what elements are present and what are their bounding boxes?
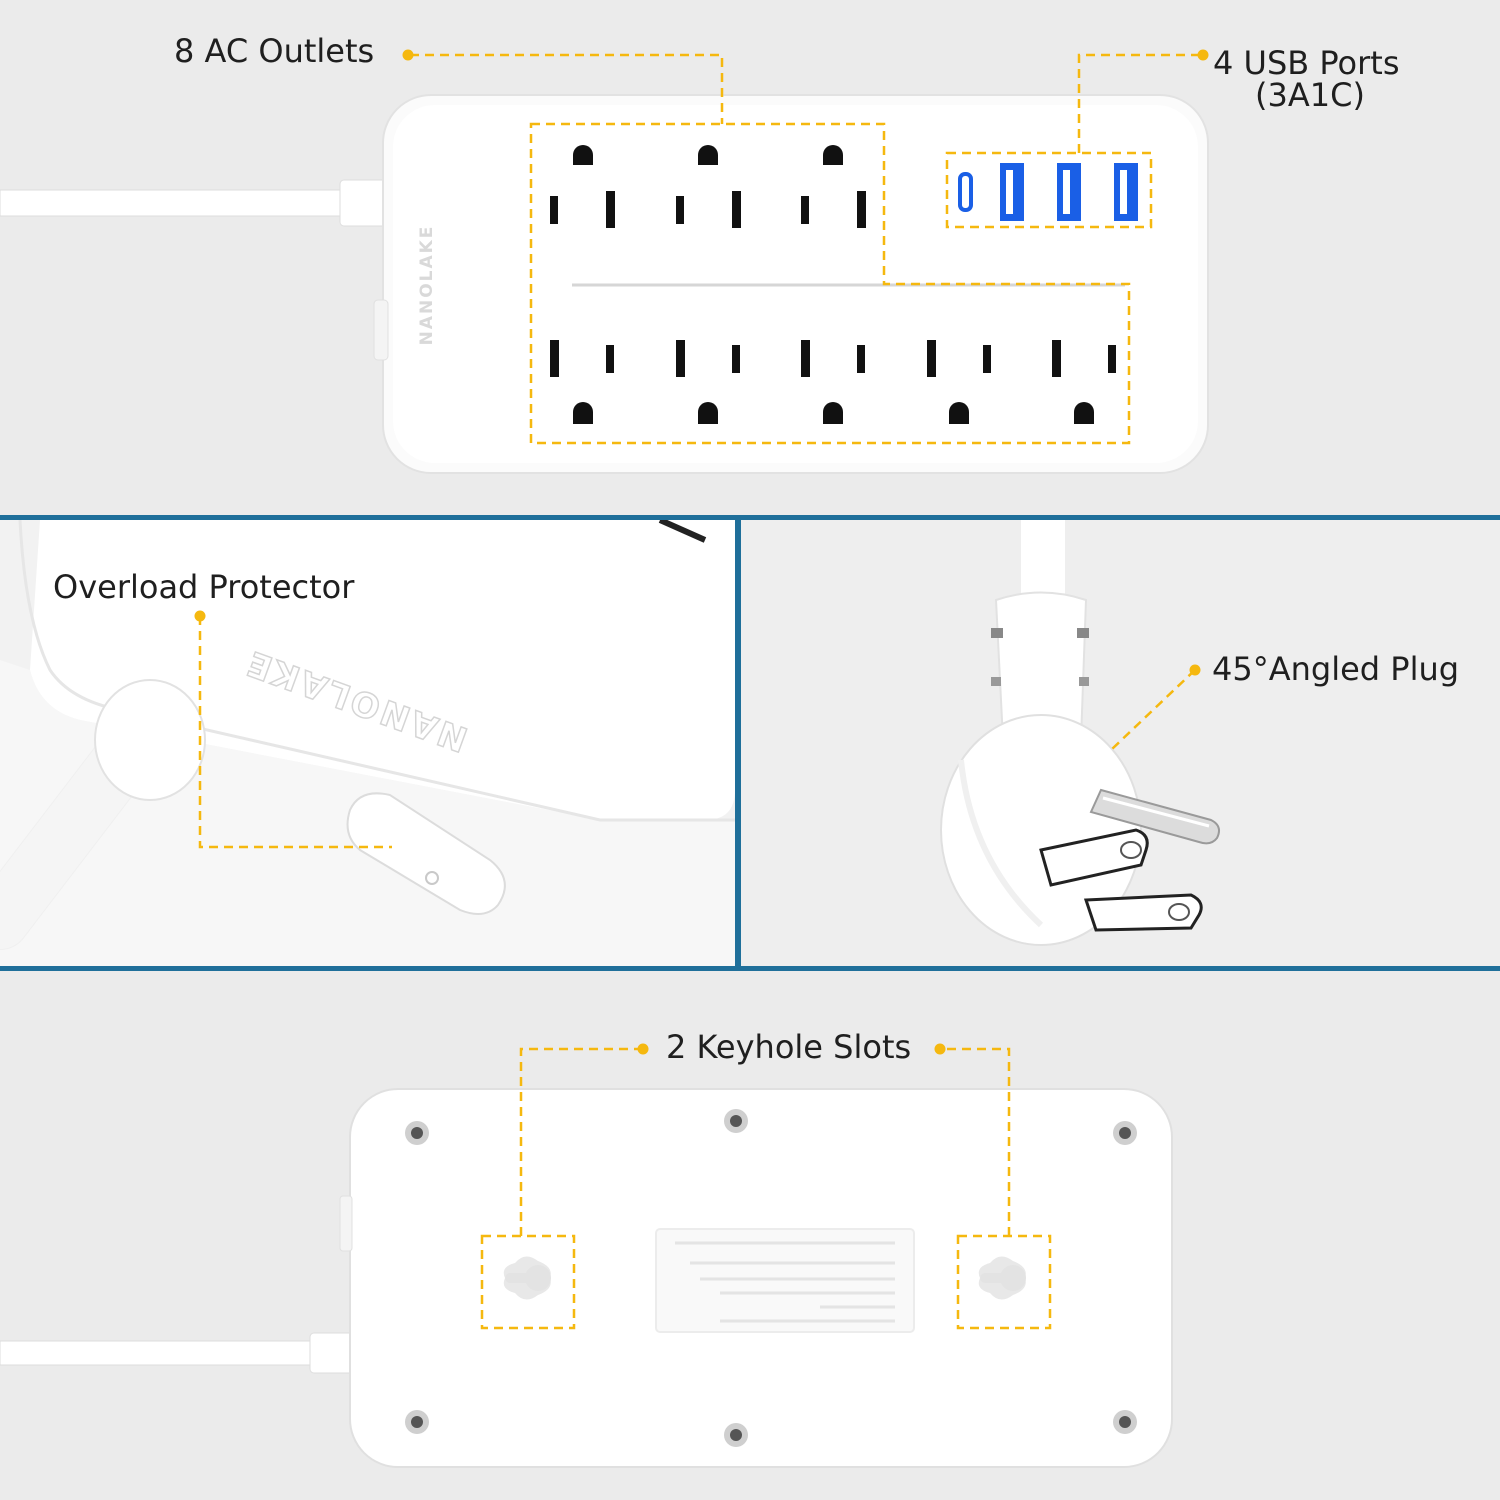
ac-outlets-label: 8 AC Outlets	[174, 32, 375, 70]
keyhole-callout-frame	[956, 1234, 1052, 1330]
panel-angled-plug: 45°Angled Plug	[741, 520, 1500, 966]
ac-outlets-callout-frame	[529, 122, 1131, 445]
keyhole-slots-label: 2 Keyhole Slots	[666, 1028, 912, 1066]
overload-closeup-illustration: NANOLAKE	[0, 520, 735, 966]
plug-head	[940, 714, 1142, 946]
usb-a-port	[1000, 163, 1024, 221]
ac-outlet	[801, 145, 866, 228]
callout-dot	[1197, 49, 1209, 61]
ac-outlet	[1052, 340, 1116, 424]
panel-back-view: 2 Keyhole Slots	[0, 971, 1500, 1500]
callout-dot	[194, 610, 206, 622]
callout-dot	[934, 1043, 946, 1055]
plug-callout-line	[1110, 669, 1196, 751]
ground-pin	[1089, 788, 1220, 845]
overload-protector-label: Overload Protector	[53, 568, 355, 606]
ac-outlet	[676, 145, 741, 228]
screw-foot	[405, 1121, 429, 1145]
keyhole-callout-line	[519, 1047, 641, 1236]
screw-foot	[405, 1410, 429, 1434]
divider-vertical	[735, 515, 741, 972]
panel-front-view: NANOLAKE 8 AC Outlets 4 USB Ports (3A1C)	[0, 0, 1500, 515]
screw-foot	[1113, 1121, 1137, 1145]
front-view-illustration: NANOLAKE	[0, 49, 1209, 474]
angled-plug-label: 45°Angled Plug	[1212, 650, 1460, 688]
divider-horizontal-top	[0, 515, 1500, 520]
ac-outlet	[801, 340, 865, 424]
panel-overload-protector: NANOLAKE Overload Protector	[0, 520, 735, 966]
screw-foot	[1113, 1410, 1137, 1434]
usb-callout-line	[1077, 53, 1202, 153]
ac-outlet	[676, 340, 740, 424]
screw-foot	[724, 1109, 748, 1133]
ac-outlet	[550, 145, 615, 228]
usb-callout-frame	[945, 151, 1153, 229]
keyhole-slot	[503, 1256, 551, 1300]
cord-strain-relief	[94, 679, 206, 801]
usb-a-port	[1114, 163, 1138, 221]
back-view-illustration	[0, 1043, 1173, 1468]
callout-dot	[637, 1043, 649, 1055]
blade-pin	[1083, 893, 1203, 932]
divider-horizontal-bottom	[0, 966, 1500, 971]
callout-dot	[402, 49, 414, 61]
power-switch	[346, 792, 506, 915]
blade-pin	[1039, 828, 1149, 887]
ac-outlet	[927, 340, 991, 424]
ac-outlet	[550, 340, 614, 424]
callout-dot	[1189, 664, 1201, 676]
usb-ports-sublabel: (3A1C)	[1255, 76, 1365, 114]
keyhole-callout-line	[942, 1047, 1011, 1236]
usb-c-port	[958, 172, 973, 212]
usb-ports-label: 4 USB Ports	[1213, 44, 1400, 82]
overload-callout-line	[198, 616, 392, 849]
brand-logo: NANOLAKE	[417, 225, 437, 346]
keyhole-slot	[978, 1256, 1026, 1300]
usb-a-port	[1057, 163, 1081, 221]
keyhole-callout-frame	[480, 1234, 576, 1330]
screw-foot	[724, 1423, 748, 1447]
angled-plug-illustration	[940, 520, 1220, 946]
